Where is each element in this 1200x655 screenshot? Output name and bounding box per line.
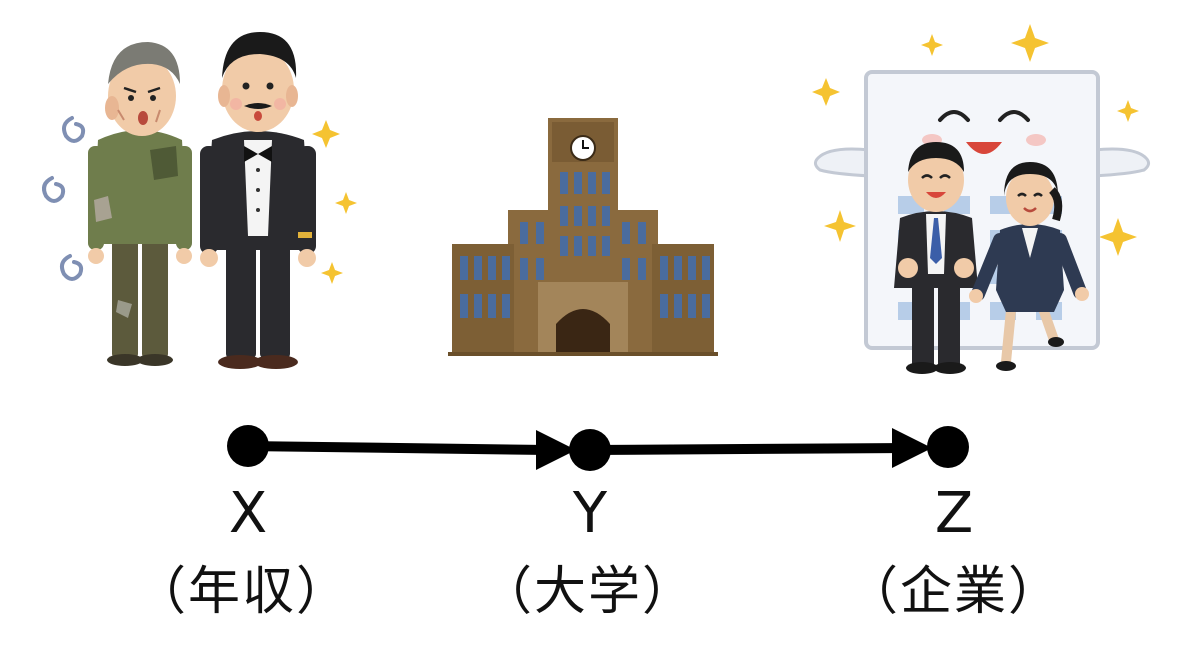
- happy-company-building-icon: [812, 24, 1151, 374]
- rich-man-figure: [200, 32, 316, 369]
- node-z-letter: Z: [934, 481, 974, 546]
- node-y-caption: （大学）: [479, 562, 696, 622]
- businesswoman-figure: [969, 162, 1089, 371]
- smiling-face-icon: [922, 110, 1046, 154]
- arrow-y-to-z: [585, 428, 932, 468]
- node-z-caption: （企業）: [845, 562, 1062, 622]
- node-z-dot: [927, 426, 969, 468]
- node-x-letter: X: [228, 481, 268, 546]
- node-x-caption: （年収）: [133, 562, 350, 622]
- sparkle-icon: [812, 24, 1139, 256]
- university-building-icon: [448, 118, 718, 356]
- arrow-x-to-y: [243, 430, 576, 470]
- node-y-dot: [569, 429, 611, 471]
- gloom-swirl-icon: [42, 116, 86, 281]
- businessman-figure: [894, 142, 978, 374]
- node-y-letter: Y: [572, 481, 608, 546]
- poor-and-rich-men-icon: [42, 32, 357, 369]
- poor-man-figure: [88, 42, 192, 366]
- node-x-dot: [227, 425, 269, 467]
- sparkle-icon: [312, 120, 357, 284]
